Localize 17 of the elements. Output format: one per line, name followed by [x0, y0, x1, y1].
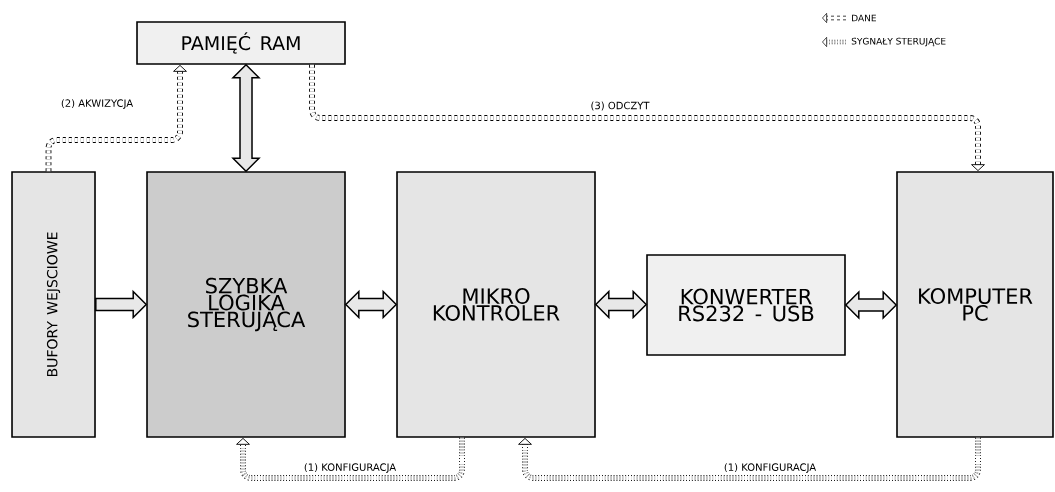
block-box: SZYBKA LOGIKA STERUJĄCA	[146, 171, 346, 438]
hollow-arrow	[309, 64, 985, 172]
edge-label: (1) KONFIGURACJA	[302, 462, 398, 474]
hollow-arrow	[236, 437, 465, 481]
edge-label: (1) KONFIGURACJA	[722, 462, 818, 474]
legend-label: DANE	[852, 14, 876, 22]
hollow-arrow	[45, 64, 187, 172]
edge-label: (2) AKWIZYCJA	[59, 98, 135, 110]
block-box: KOMPUTER PC	[896, 171, 1054, 438]
legend-label: SYGNAŁY STERUJĄCE	[851, 37, 946, 47]
hollow-arrow	[518, 437, 981, 481]
edge-label: (3) ODCZYT	[589, 100, 651, 112]
block-box: MIKRO KONTROLER	[396, 171, 596, 438]
block-box: KONWERTER RS232 - USB	[646, 254, 846, 356]
block-arrow	[95, 289, 148, 320]
block-box: BUFORY WEJSCIOWE	[11, 171, 96, 438]
block-box: PAMIĘĆ RAM	[136, 21, 346, 65]
